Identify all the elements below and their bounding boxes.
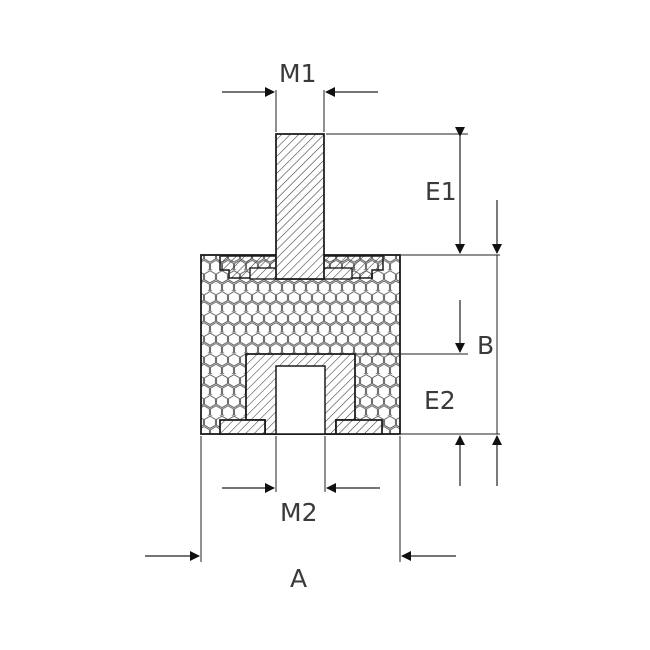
dimension-e2: E2 xyxy=(356,300,500,486)
dimension-m1: M1 xyxy=(222,59,378,132)
label-e1: E1 xyxy=(425,177,457,206)
label-b: B xyxy=(477,331,494,360)
label-a: A xyxy=(290,564,307,593)
threaded-stud-m1 xyxy=(275,133,325,280)
dimension-e1: E1 xyxy=(326,127,500,256)
dimension-a: A xyxy=(145,436,456,593)
dimension-b: B xyxy=(477,200,502,486)
label-m1: M1 xyxy=(279,59,316,88)
dimension-m2: M2 xyxy=(222,436,380,527)
bottom-mount-plate xyxy=(219,419,383,435)
label-e2: E2 xyxy=(424,386,456,415)
bottom-insert xyxy=(245,353,356,435)
label-m2: M2 xyxy=(280,498,317,527)
